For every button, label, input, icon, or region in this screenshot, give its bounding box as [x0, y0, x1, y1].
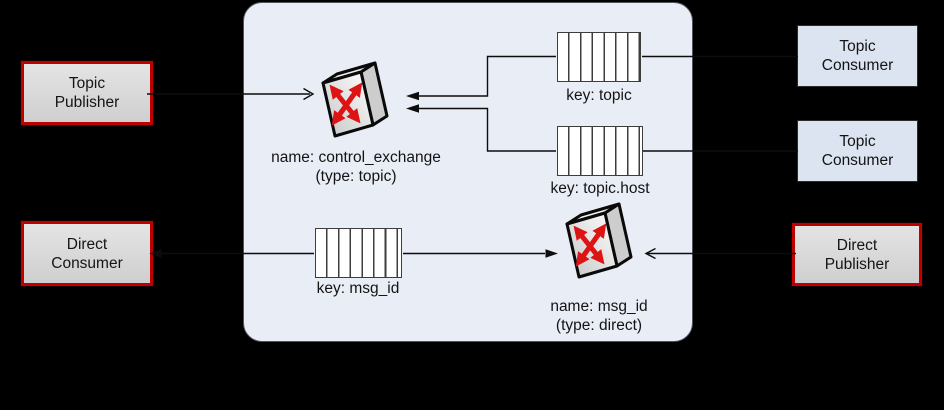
- topic-consumer-1-node: Topic Consumer: [797, 25, 918, 87]
- topic-consumer-1-label: Topic Consumer: [821, 38, 894, 74]
- msg-id-queue-icon: [315, 228, 402, 278]
- direct-consumer-node: Direct Consumer: [21, 221, 153, 286]
- direct-exchange-icon: [565, 202, 633, 279]
- topic-exchange-name: name: control_exchange: [271, 149, 441, 166]
- topic-exchange-type: (type: topic): [315, 168, 397, 185]
- topic-consumer-2-node: Topic Consumer: [797, 120, 918, 182]
- direct-publisher-label: Direct Publisher: [824, 236, 890, 273]
- topic-consumer-2-label: Topic Consumer: [821, 133, 894, 169]
- topic-queue-label: key: topic: [566, 87, 632, 104]
- routing-arrow: [575, 223, 607, 267]
- direct-publisher-node: Direct Publisher: [792, 223, 922, 286]
- topic-host-queue-icon: [557, 126, 643, 176]
- direct-exchange-label: name: msg_id (type: direct): [550, 297, 647, 335]
- direct-exchange-name: name: msg_id: [550, 298, 648, 315]
- topic-publisher-label: Topic Publisher: [54, 75, 120, 111]
- topic-exchange-label: name: control_exchange (type: topic): [271, 148, 441, 186]
- direct-consumer-label: Direct Consumer: [51, 235, 123, 272]
- msg-id-queue-label: key: msg_id: [316, 280, 400, 297]
- topic-publisher-node: Topic Publisher: [21, 61, 153, 125]
- direct-exchange-type: (type: direct): [555, 317, 643, 334]
- topic-queue-icon: [557, 32, 641, 82]
- topic-exchange-icon: [321, 61, 389, 138]
- routing-arrow: [331, 82, 363, 126]
- topic-host-queue-label: key: topic.host: [550, 180, 650, 197]
